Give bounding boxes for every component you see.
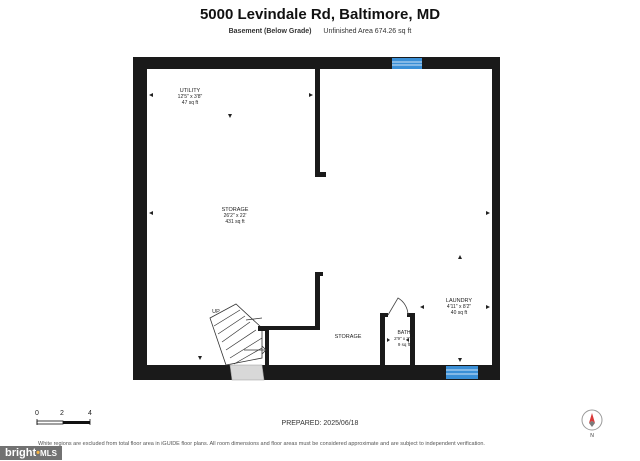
disclaimer: White regions are excluded from total fl… — [38, 441, 485, 447]
utility-name: UTILITY — [180, 88, 201, 94]
storage-main-dims: 26'2" x 22' — [224, 213, 247, 219]
staircase — [209, 303, 267, 381]
wall-bath-top-right — [407, 313, 415, 317]
wall-storage-vertical — [265, 326, 269, 366]
bath-area: 9 sq ft — [398, 342, 411, 347]
storage-small-name: STORAGE — [335, 334, 362, 340]
storage-main-area: 431 sq ft — [225, 219, 245, 225]
scale-tick-4: 4 — [88, 410, 92, 417]
brand-name: bright — [5, 447, 37, 459]
wall-right — [492, 57, 500, 380]
storage-main-name: STORAGE — [222, 207, 249, 213]
wall-bottom-left — [133, 365, 233, 380]
wall-bottom-right — [262, 365, 500, 380]
scale-tick-0: 0 — [35, 410, 39, 417]
wall-utility-stub — [315, 172, 326, 177]
compass-label: N — [590, 433, 594, 438]
prepared-date: PREPARED: 2025/06/18 — [281, 420, 359, 427]
bath-name: BATH — [398, 330, 411, 336]
bath-door-swing — [387, 297, 409, 316]
wall-bath-right — [410, 313, 415, 366]
dimension-markers — [149, 93, 490, 362]
brand-suffix: MLS — [40, 449, 57, 458]
wall-bath-left — [380, 313, 385, 366]
scale-bar: 0 2 4 — [32, 410, 102, 430]
utility-area: 47 sq ft — [182, 100, 199, 106]
brand-dot-icon: • — [36, 447, 41, 459]
wall-utility-divider — [315, 69, 320, 177]
bath-dims: 2'9" x 3'5" — [394, 336, 414, 341]
level-label: Basement (Below Grade) — [228, 28, 312, 35]
window-top — [392, 58, 422, 69]
scale-graphic — [36, 419, 91, 425]
wall-bath-top-left — [380, 313, 388, 317]
interior-walls — [265, 69, 415, 366]
utility-dims: 12'5" x 3'8" — [178, 94, 203, 100]
window-bottom — [446, 366, 478, 379]
area-text: Unfinished Area 674.26 sq ft — [323, 28, 412, 35]
wall-storage-divider — [315, 272, 320, 330]
compass-icon: N — [580, 408, 604, 439]
plan-subtitle: Basement (Below Grade) Unfinished Area 6… — [0, 28, 640, 35]
plan-title: 5000 Levindale Rd, Baltimore, MD — [199, 6, 441, 23]
wall-top — [133, 57, 500, 69]
scale-tick-2: 2 — [60, 410, 64, 417]
wall-storage-horizontal — [265, 326, 320, 330]
laundry-dims: 4'11" x 8'2" — [447, 304, 471, 310]
brand-watermark: bright•MLS — [0, 446, 62, 460]
wall-left — [133, 57, 147, 380]
wall-storage-stub — [315, 272, 323, 276]
stair-up-label: UP — [212, 309, 220, 315]
laundry-name: LAUNDRY — [446, 298, 473, 304]
laundry-area: 40 sq ft — [451, 310, 468, 316]
